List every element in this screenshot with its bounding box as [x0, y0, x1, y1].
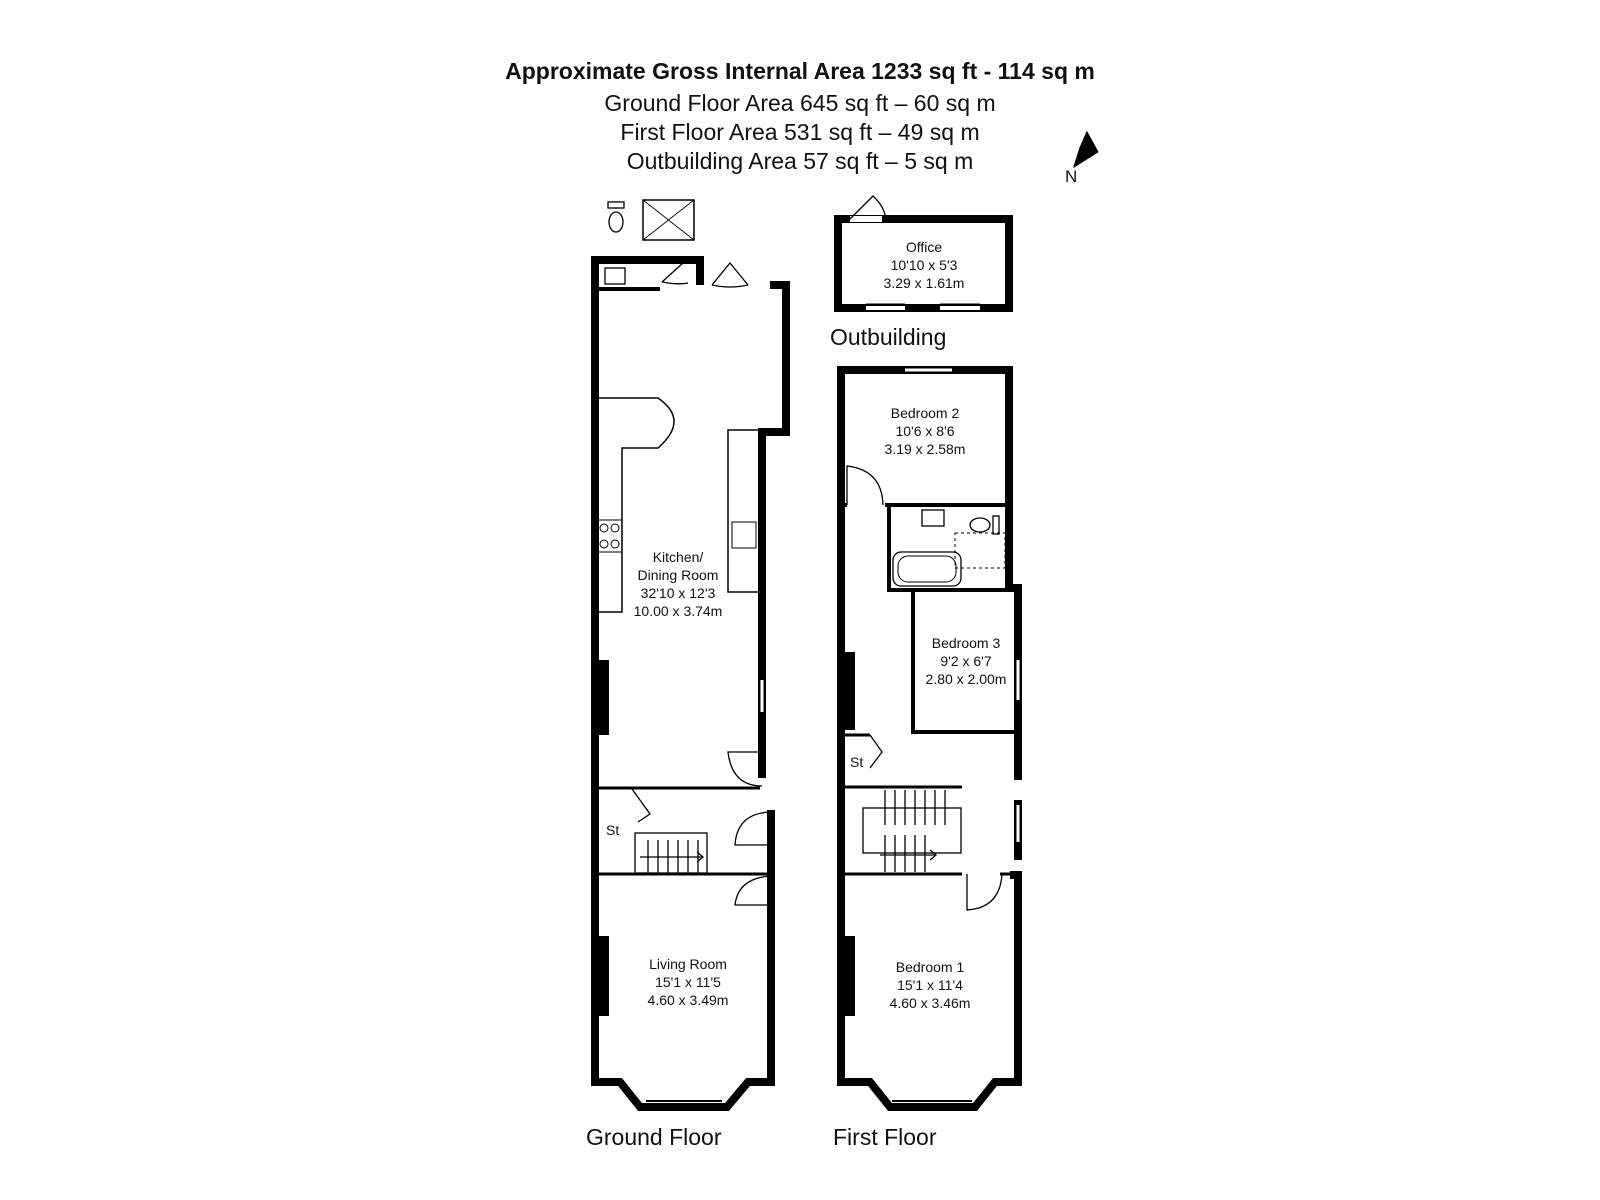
room-label-living-room: Living Room 15'1 x 11'5 4.60 x 3.49m [628, 955, 748, 1009]
first-wc [969, 517, 991, 533]
kitchen-worktop-left [597, 397, 675, 613]
first-chimney-breast [843, 652, 855, 730]
kitchen-sink [731, 521, 757, 549]
room-name: Office [905, 239, 943, 255]
kitchen-hob [596, 519, 623, 553]
outbuilding-area: Outbuilding Area 57 sq ft – 5 sq m [626, 148, 974, 174]
ground-floor-label: Ground Floor [586, 1124, 722, 1150]
first-bathroom-wall [887, 505, 1009, 592]
room-label-kitchen: Kitchen/ Dining Room 32'10 x 12'3 10.00 … [618, 548, 738, 620]
hall-store-door [631, 788, 651, 823]
shower-tray [642, 199, 695, 241]
store-label-ground: St [606, 822, 620, 838]
first-shower-area [954, 532, 1006, 569]
kitchen-patio-door [711, 261, 749, 288]
room-label-bedroom-3: Bedroom 3 9'2 x 6'7 2.80 x 2.00m [912, 634, 1020, 688]
living-room-door [734, 875, 772, 906]
kitchen-worktop-right [727, 429, 761, 593]
room-dimensions-metric: 10.00 x 3.74m [633, 603, 723, 619]
kitchen-hall-door [727, 751, 763, 787]
room-dimensions-metric: 2.80 x 2.00m [925, 671, 1007, 687]
room-dimensions-metric: 4.60 x 3.49m [647, 992, 729, 1008]
room-label-office: Office 10'10 x 5'3 3.29 x 1.61m [864, 238, 984, 292]
room-dimensions-imperial: 9'2 x 6'7 [940, 653, 992, 669]
compass-north-label: N [1065, 167, 1078, 186]
room-name: Living Room [649, 956, 727, 972]
room-name: Bedroom 2 [890, 405, 960, 421]
outbuilding-label: Outbuilding [830, 324, 947, 350]
room-name: Bedroom 3 [931, 635, 1001, 651]
ground-floor-area: Ground Floor Area 645 sq ft – 60 sq m [604, 90, 996, 116]
first-basin [921, 509, 945, 527]
outbuilding-walls [834, 215, 1013, 312]
outbuilding-door [849, 195, 887, 220]
ground-right-wall [758, 281, 790, 778]
room-dimensions-metric: 3.29 x 1.61m [883, 275, 965, 291]
first-floor-plan [837, 366, 1022, 1111]
first-store-door [869, 734, 883, 769]
room-dimensions-imperial: 15'1 x 11'4 [897, 977, 963, 993]
room-dimensions-imperial: 32'10 x 12'3 [640, 585, 716, 601]
ground-chimney-breast-living [597, 936, 609, 1016]
room-name: Bedroom 1 [895, 959, 965, 975]
gross-area-title: Approximate Gross Internal Area 1233 sq … [505, 58, 1095, 84]
first-chimney-breast-bed1 [843, 936, 855, 1016]
room-dimensions-imperial: 10'6 x 8'6 [895, 423, 955, 439]
ground-wc [608, 211, 624, 233]
bath [892, 551, 962, 587]
first-stairs [862, 790, 962, 872]
room-label-bedroom-2: Bedroom 2 10'6 x 8'6 3.19 x 2.58m [865, 404, 985, 458]
room-name: Dining Room [637, 567, 719, 583]
room-dimensions-metric: 4.60 x 3.46m [889, 995, 971, 1011]
outbuilding-plan [834, 195, 1013, 312]
first-floor-area: First Floor Area 531 sq ft – 49 sq m [620, 119, 980, 145]
compass-icon [1073, 130, 1099, 169]
room-label-bedroom-1: Bedroom 1 15'1 x 11'4 4.60 x 3.46m [870, 958, 990, 1012]
front-door [734, 811, 772, 846]
ground-floor-plan [591, 191, 790, 1111]
store-label-first: St [850, 754, 864, 770]
room-name: Kitchen/ [652, 549, 704, 565]
first-floor-label: First Floor [833, 1124, 937, 1150]
room-dimensions-imperial: 15'1 x 11'5 [655, 974, 721, 990]
bedroom2-door [846, 465, 884, 506]
ground-shower-wall [655, 256, 704, 285]
ground-stairs [634, 832, 708, 874]
room-dimensions-metric: 3.19 x 2.58m [884, 441, 966, 457]
room-dimensions-imperial: 10'10 x 5'3 [890, 257, 958, 273]
ground-chimney-breast [597, 660, 609, 735]
ground-basin [604, 267, 626, 285]
ground-outer-wall [591, 256, 775, 1111]
shower-room-door [661, 261, 689, 285]
bedroom1-door [966, 873, 1003, 911]
